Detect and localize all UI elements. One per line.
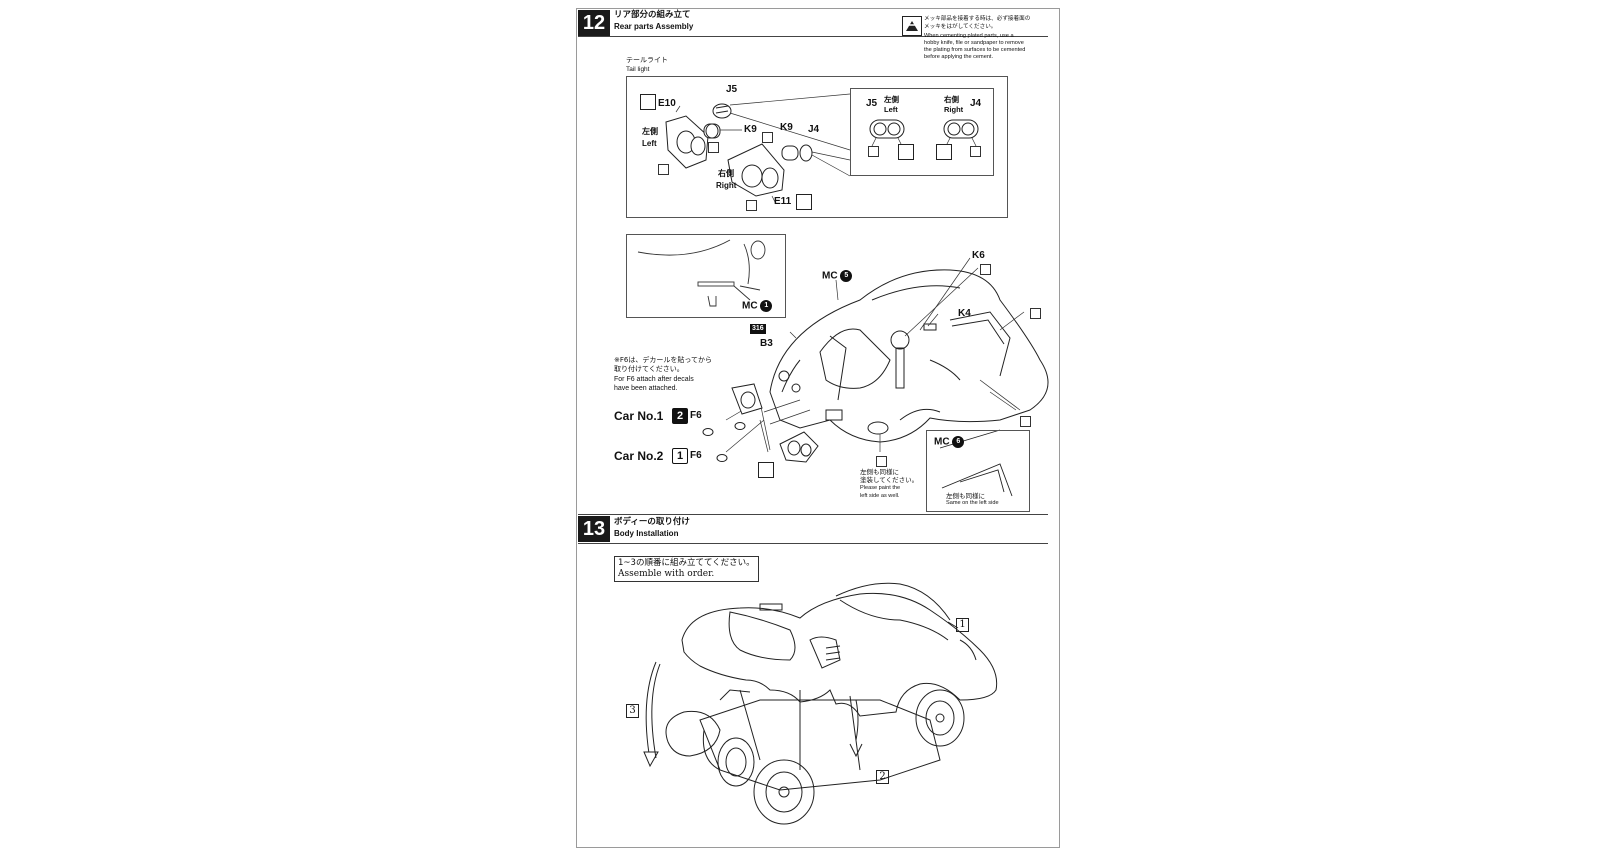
label-k4: K4: [958, 308, 971, 319]
order-jp: 1~3の順番に組み立ててください。: [618, 558, 755, 568]
label-mc1: MC 1: [742, 300, 773, 312]
step-13-title-en: Body Installation: [614, 529, 679, 538]
car-no1-number: 2: [672, 408, 688, 424]
paint-code-k9-right: [762, 132, 773, 143]
step-13-number: 13: [578, 516, 610, 542]
plating-note-en-2: hobby knife, file or sandpaper to remove: [924, 40, 1024, 46]
step-12-number: 12: [578, 10, 610, 36]
mc5-text: MC: [822, 270, 838, 282]
detail-left-jp: 左側: [884, 95, 899, 104]
tail-light-detail-box: [850, 88, 994, 176]
paint-code-body: [1020, 416, 1031, 427]
detail-chrome-icon-2: [936, 144, 952, 160]
order-mark-3: 3: [626, 704, 639, 718]
tail-left-jp: 左側: [642, 127, 658, 136]
car-no2-label: Car No.2: [614, 449, 664, 463]
step-12-title-jp: リア部分の組み立て: [614, 10, 691, 20]
part-e11: E11: [774, 196, 792, 207]
paint-code-k9-left: [708, 142, 719, 153]
chrome-icon-e10: [640, 94, 656, 110]
step-12-divider: [578, 36, 1048, 37]
label-b3: B3: [760, 338, 773, 349]
paint-code-side: [876, 456, 887, 467]
mc6-text: MC: [934, 436, 950, 448]
chrome-icon-e11: [796, 194, 812, 210]
step-13-title-jp: ボディーの取り付け: [614, 517, 690, 527]
order-mark-2: 2: [876, 770, 889, 784]
detail-right-en: Right: [944, 105, 964, 114]
label-mc5: MC 5: [822, 270, 853, 282]
plating-note-en-1: When cementing plated parts, use a: [924, 33, 1014, 39]
step-13-divider-top: [578, 514, 1048, 515]
same-left-en: Same on the left side: [946, 500, 999, 506]
detail-paint-code-1: [868, 146, 879, 157]
label-f6-car1: F6: [690, 410, 702, 421]
paint-code-k4: [1030, 308, 1041, 319]
tail-light-box: [626, 76, 1008, 218]
mc1-text: MC: [742, 300, 758, 312]
paint-note-jp-1: 左側も同様に: [860, 468, 899, 476]
plating-note-en-4: before applying the cement.: [924, 54, 994, 60]
plating-note-jp-2: メッキをはがしてください。: [924, 24, 997, 30]
plating-note-jp-1: メッキ部品を接着する時は、必ず接着面の: [924, 16, 1031, 22]
tail-light-label-jp: テールライト: [626, 56, 668, 64]
mc6-inset-box: [926, 430, 1030, 512]
label-mc6: MC 6: [934, 436, 965, 448]
paint-note-en-1: Please paint the: [860, 485, 901, 491]
step-13-divider: [578, 543, 1048, 544]
tail-left-en: Left: [642, 139, 657, 148]
label-k6: K6: [972, 250, 985, 261]
f6-note-jp-1: ※F6は、デカールを貼ってから: [614, 356, 712, 364]
paint-code-e11: [746, 200, 757, 211]
car-no2-number: 1: [672, 448, 688, 464]
detail-right-jp: 右側: [944, 95, 959, 104]
part-j4: J4: [808, 124, 820, 135]
plating-note-en-3: the plating from surfaces to be cemented: [924, 47, 1026, 53]
chrome-icon-f6: [758, 462, 774, 478]
paint-code-k6: [980, 264, 991, 275]
mc1-num: 1: [760, 300, 773, 312]
order-en: Assemble with order.: [618, 569, 715, 579]
detail-chrome-icon-1: [898, 144, 914, 160]
part-k9-right: K9: [780, 122, 793, 133]
paint-code-e10: [658, 164, 669, 175]
paint-note-en-2: left side as well.: [860, 493, 900, 499]
paint-note-jp-2: 塗装してください。: [860, 476, 919, 484]
label-f6-car2: F6: [690, 450, 702, 461]
detail-part-j5: J5: [866, 98, 878, 109]
tail-light-label-en: Tail light: [626, 66, 650, 73]
step-12-title-en: Rear parts Assembly: [614, 22, 694, 31]
mc5-num: 5: [840, 270, 853, 282]
detail-paint-code-2: [970, 146, 981, 157]
part-j5: J5: [726, 84, 738, 95]
f6-note-en-1: For F6 attach after decals: [614, 376, 694, 383]
part-e10: E10: [658, 98, 676, 109]
f6-note-jp-2: 取り付けてください。: [614, 365, 684, 373]
same-left-jp: 左側も同様に: [946, 492, 985, 500]
chrome-plating-icon: [902, 16, 922, 36]
detail-part-j4: J4: [970, 98, 982, 109]
detail-left-en: Left: [884, 105, 898, 114]
part-k9-left: K9: [744, 124, 757, 135]
tail-right-en: Right: [716, 181, 737, 190]
assemble-order-box: 1~3の順番に組み立ててください。 Assemble with order.: [614, 556, 759, 582]
b3-code-box: 316: [750, 324, 766, 334]
rear-inset-box: [626, 234, 786, 318]
order-mark-1: 1: [956, 618, 969, 632]
car-no1-label: Car No.1: [614, 409, 664, 423]
f6-note-en-2: have been attached.: [614, 385, 678, 392]
mc6-num: 6: [952, 436, 965, 448]
tail-right-jp: 右側: [718, 169, 734, 178]
